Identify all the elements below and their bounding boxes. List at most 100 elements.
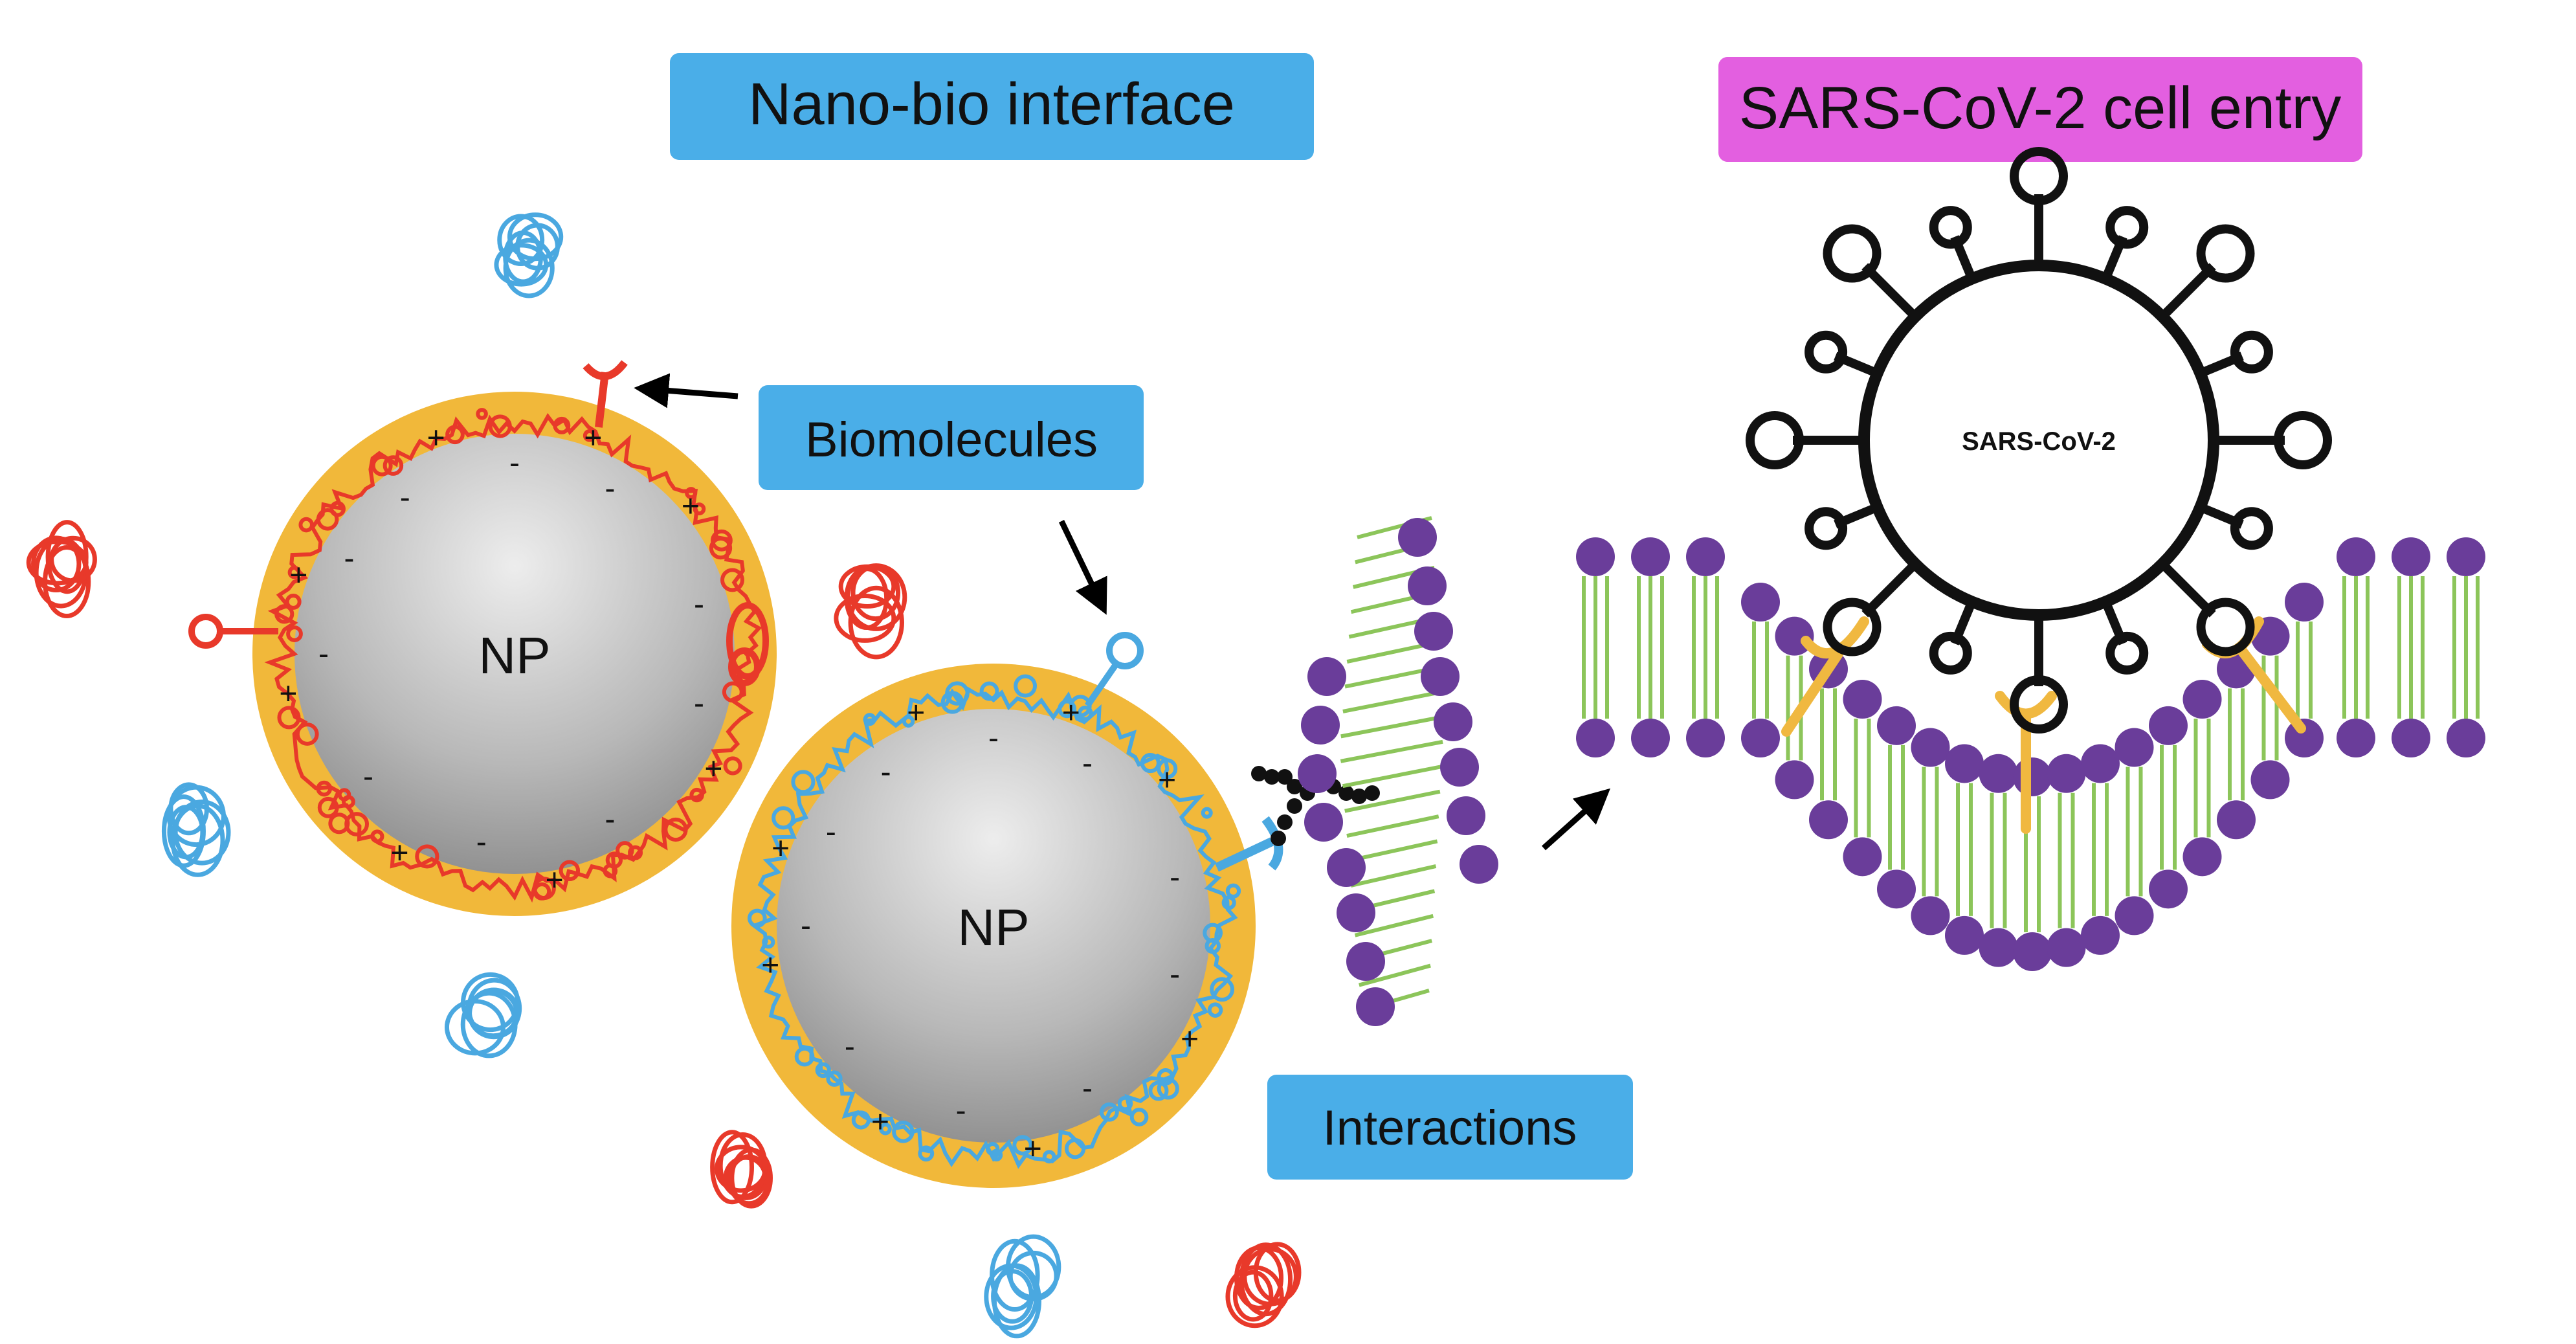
lipid-head	[1440, 748, 1479, 787]
lipid-tail	[1340, 739, 1443, 763]
minus-sign: -	[694, 588, 704, 622]
chain-bead	[1287, 779, 1302, 794]
protein-blob-icon	[26, 520, 97, 619]
receptor-icon	[583, 360, 628, 428]
lipid-head	[2013, 757, 2052, 796]
minus-sign: -	[801, 909, 811, 943]
virus-label: SARS-CoV-2	[1962, 427, 2116, 456]
lipid-tail	[1342, 765, 1442, 789]
spike-icon	[2101, 599, 2149, 675]
lipid-head	[1356, 987, 1395, 1026]
protein-blob-icon	[444, 972, 522, 1058]
chain-bead	[1287, 798, 1302, 814]
minus-sign: -	[400, 480, 410, 515]
minus-sign: -	[988, 721, 999, 756]
chain-bead	[1251, 766, 1267, 781]
lipid-head	[2392, 537, 2430, 576]
lipid-head	[2047, 754, 2086, 793]
lipid-head	[2047, 928, 2086, 967]
lipid-head	[1346, 942, 1385, 981]
lipid-head	[1843, 837, 1882, 877]
blue-protein-corona	[748, 674, 1241, 1169]
minus-sign: -	[881, 755, 891, 789]
minus-sign: -	[605, 802, 616, 836]
lipid-head	[1741, 719, 1780, 757]
lollipop-icon	[188, 614, 278, 649]
biomolecules-text: Biomolecules	[805, 412, 1098, 467]
lipid-head	[1686, 719, 1725, 757]
chain-bead	[1271, 831, 1286, 846]
lipid-head	[2285, 583, 2324, 622]
charge-signs: ++++++++----------	[761, 696, 1199, 1167]
red-protein-corona	[264, 408, 762, 903]
plus-sign: +	[761, 948, 779, 983]
nanoparticle-2: NP ++++++++----------	[731, 632, 1283, 1188]
arrow-icon	[634, 373, 738, 409]
minus-sign: -	[363, 760, 373, 794]
spike-icon	[1804, 502, 1880, 550]
lipid-head	[1979, 754, 2018, 793]
lipid-head	[2392, 719, 2430, 757]
lipid-head	[1741, 583, 1780, 622]
plus-sign: +	[390, 836, 408, 870]
spike-icon	[2101, 206, 2149, 281]
cell-membrane	[1576, 537, 2485, 971]
lipid-head	[2447, 537, 2485, 576]
interactions-label: Interactions	[1267, 1075, 1633, 1180]
lipid-head	[2182, 837, 2222, 877]
lipid-head	[1686, 537, 1725, 576]
chain-bead	[1364, 785, 1380, 801]
minus-sign: -	[1170, 958, 1180, 992]
lipid-head	[2337, 537, 2375, 576]
lipid-head	[1408, 566, 1447, 605]
nano-bio-interface-text: Nano-bio interface	[748, 71, 1235, 137]
sars-entry-label: SARS-CoV-2 cell entry	[1718, 57, 2362, 162]
lipid-head	[1307, 657, 1346, 696]
minus-sign: -	[605, 472, 616, 506]
charge-signs: ++++++++----------	[279, 421, 722, 897]
lollipop-icon	[1084, 632, 1144, 708]
minus-sign: -	[845, 1029, 855, 1064]
protein-blob-icon	[161, 782, 231, 877]
receptor-icon	[1995, 691, 2057, 834]
lipid-head	[1843, 680, 1882, 719]
plus-sign: +	[1181, 1022, 1199, 1057]
spike-icon	[1929, 206, 1977, 281]
spike-icon	[1929, 599, 1977, 675]
lipid-head	[2182, 680, 2222, 719]
lipid-head	[2115, 728, 2154, 767]
lipid-tail	[1340, 715, 1443, 739]
lipid-head	[2149, 869, 2188, 909]
chain-bead	[1277, 769, 1293, 785]
lipid-head	[2337, 719, 2375, 757]
lipid-head	[1301, 706, 1340, 745]
plus-sign: +	[871, 1105, 889, 1139]
lipid-head	[1576, 719, 1615, 757]
lipid-head	[1327, 848, 1366, 887]
lipid-head	[2217, 800, 2256, 840]
lipid-head	[1877, 869, 1916, 909]
lipid-head	[2250, 760, 2290, 800]
lipid-head	[1398, 518, 1437, 557]
plus-sign: +	[1062, 696, 1080, 730]
minus-sign: -	[1082, 746, 1093, 781]
lipid-head	[1631, 537, 1670, 576]
lipid-head	[2081, 915, 2120, 955]
receptor-icon	[1781, 616, 1869, 737]
lipid-head	[1298, 754, 1337, 793]
vertical-membrane	[1298, 516, 1498, 1026]
protein-blob-icon	[710, 1130, 773, 1209]
protein-blob-icon	[984, 1234, 1061, 1339]
lipid-head	[1631, 719, 1670, 757]
lipid-head	[2081, 744, 2120, 783]
lipid-head	[1414, 612, 1453, 651]
minus-sign: -	[1170, 860, 1180, 895]
lipid-head	[1434, 702, 1472, 741]
sars-entry-text: SARS-CoV-2 cell entry	[1739, 75, 2342, 141]
plus-sign: +	[1158, 763, 1176, 798]
lipid-tail	[1344, 789, 1441, 813]
lipid-head	[1911, 896, 1950, 935]
lipid-head	[2447, 719, 2485, 757]
lipid-head	[1304, 803, 1343, 842]
